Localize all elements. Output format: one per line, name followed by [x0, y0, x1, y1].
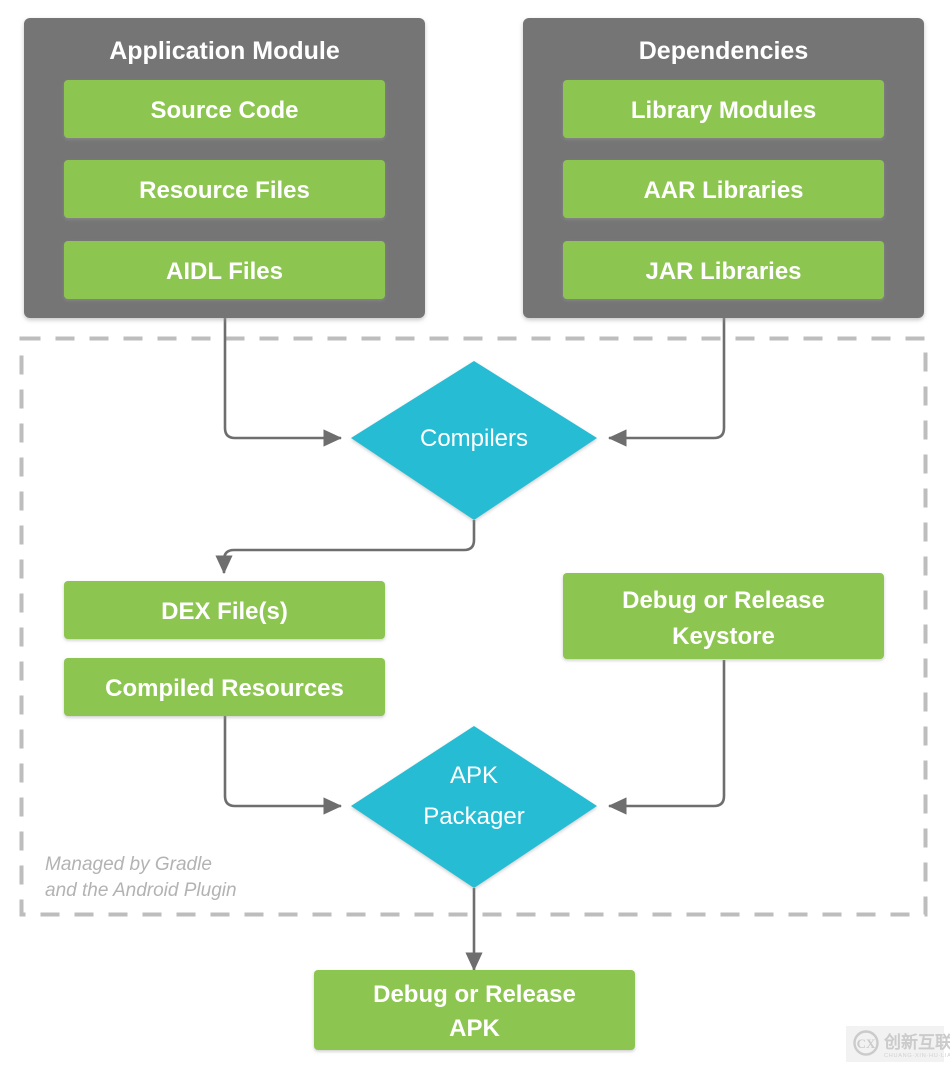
box-source-code-label: Source Code — [150, 97, 298, 124]
artifact-output-apk[interactable]: Debug or Release APK — [314, 970, 635, 1050]
process-apk-packager-label-line1: APK — [450, 762, 498, 789]
panel-dependencies: Dependencies Library Modules AAR Librari… — [523, 18, 924, 318]
artifact-output-apk-label-line2: APK — [449, 1015, 500, 1042]
process-compilers-shape[interactable] — [351, 361, 597, 520]
box-library-modules[interactable] — [563, 80, 884, 138]
box-resource-files[interactable] — [64, 160, 385, 218]
watermark-pinyin: CHUANG·XIN·HU·LIAN — [884, 1053, 950, 1059]
box-aar-libraries[interactable] — [563, 160, 884, 218]
process-compilers-label: Compilers — [420, 425, 528, 452]
panel-application-module: Application Module Source Code Resource … — [24, 18, 425, 318]
arrow-compilers-to-dex — [215, 520, 476, 575]
artifact-keystore-label-line1: Debug or Release — [622, 587, 825, 614]
process-apk-packager-label-line2: Packager — [423, 803, 524, 830]
artifact-keystore-label-line2: Keystore — [672, 623, 775, 650]
box-library-modules-label: Library Modules — [631, 97, 816, 124]
watermark: CX 创新互联 CHUANG·XIN·HU·LIAN — [846, 1026, 950, 1062]
box-source-code[interactable] — [64, 80, 385, 138]
artifact-keystore-bg[interactable] — [563, 573, 884, 659]
watermark-mark: CX — [857, 1036, 876, 1051]
panel-dependencies-title: Dependencies — [639, 37, 809, 65]
gradle-boundary — [19, 336, 928, 917]
gradle-note-line2: and the Android Plugin — [45, 880, 237, 901]
box-aidl-files-label: AIDL Files — [166, 258, 283, 285]
process-apk-packager-shape[interactable] — [351, 726, 597, 888]
process-compilers[interactable]: Compilers — [351, 361, 597, 520]
gradle-note-line1: Managed by Gradle — [45, 854, 212, 875]
watermark-circle-icon — [853, 1030, 879, 1056]
artifact-compiled-resources[interactable]: Compiled Resources — [64, 658, 385, 716]
box-resource-files-label: Resource Files — [139, 177, 310, 204]
box-aidl-files[interactable] — [64, 241, 385, 299]
process-apk-packager[interactable]: APK Packager — [351, 726, 597, 888]
arrow-appmodule-to-compilers — [223, 318, 343, 447]
artifact-dex-files[interactable]: DEX File(s) — [64, 581, 385, 639]
box-jar-libraries[interactable] — [563, 241, 884, 299]
arrow-keystore-to-packager — [607, 660, 726, 815]
box-aar-libraries-label: AAR Libraries — [643, 177, 803, 204]
gradle-note: Managed by Gradle and the Android Plugin — [45, 854, 237, 901]
artifact-dex-files-bg[interactable] — [64, 581, 385, 639]
arrow-resources-to-packager — [223, 715, 343, 815]
artifact-output-apk-bg[interactable] — [314, 970, 635, 1050]
artifact-dex-files-label: DEX File(s) — [161, 598, 288, 625]
artifact-compiled-resources-bg[interactable] — [64, 658, 385, 716]
artifact-compiled-resources-label: Compiled Resources — [105, 675, 344, 702]
artifact-output-apk-label-line1: Debug or Release — [373, 981, 576, 1008]
panel-application-module-title: Application Module — [109, 37, 340, 65]
artifact-keystore[interactable]: Debug or Release Keystore — [563, 573, 884, 659]
arrow-dependencies-to-compilers — [607, 318, 726, 447]
watermark-name: 创新互联 — [883, 1032, 950, 1052]
box-jar-libraries-label: JAR Libraries — [645, 258, 801, 285]
